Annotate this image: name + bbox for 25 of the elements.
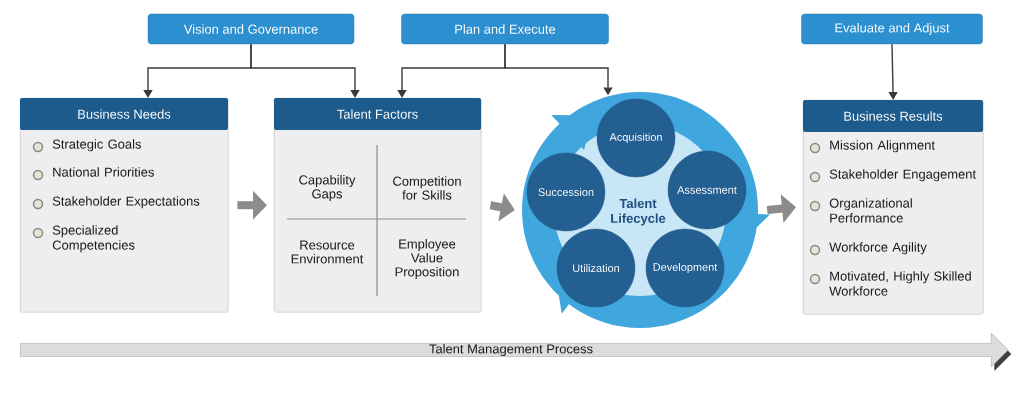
card-title: Business Results [844, 111, 943, 121]
list-item: Organizational Performance [829, 198, 912, 223]
stage-box: Evaluate and Adjust [801, 13, 983, 45]
connector-arrow [888, 43, 898, 100]
list-item: Specialized Competencies [52, 225, 135, 253]
list-item: Motivated, Highly Skilled Workforce [829, 271, 971, 296]
card-title: Business Needs [78, 109, 171, 119]
cycle-title: Talent Lifecycle [611, 198, 666, 226]
factor-label: Resource Environment [291, 240, 364, 264]
list-item: Stakeholder Expectations [52, 196, 200, 209]
list-item: National Priorities [53, 167, 154, 177]
card-title: Talent Factors [337, 109, 418, 119]
list-card [20, 98, 229, 313]
factor-label: Competition for Skills [393, 176, 461, 200]
stage-box: Plan and Execute [401, 13, 609, 45]
list-card [803, 100, 984, 315]
list-item: Stakeholder Engagement [829, 169, 976, 182]
list-item: Strategic Goals [52, 139, 141, 152]
factor-label: Capability Gaps [299, 175, 356, 201]
grid-card [274, 98, 482, 313]
list-item: Mission Alignment [830, 140, 935, 153]
list-item: Workforce Agility [829, 242, 927, 255]
connector-arrow [250, 43, 360, 98]
stage-box: Vision and Governance [147, 13, 355, 45]
factor-label: Employee Value Proposition [395, 239, 459, 279]
